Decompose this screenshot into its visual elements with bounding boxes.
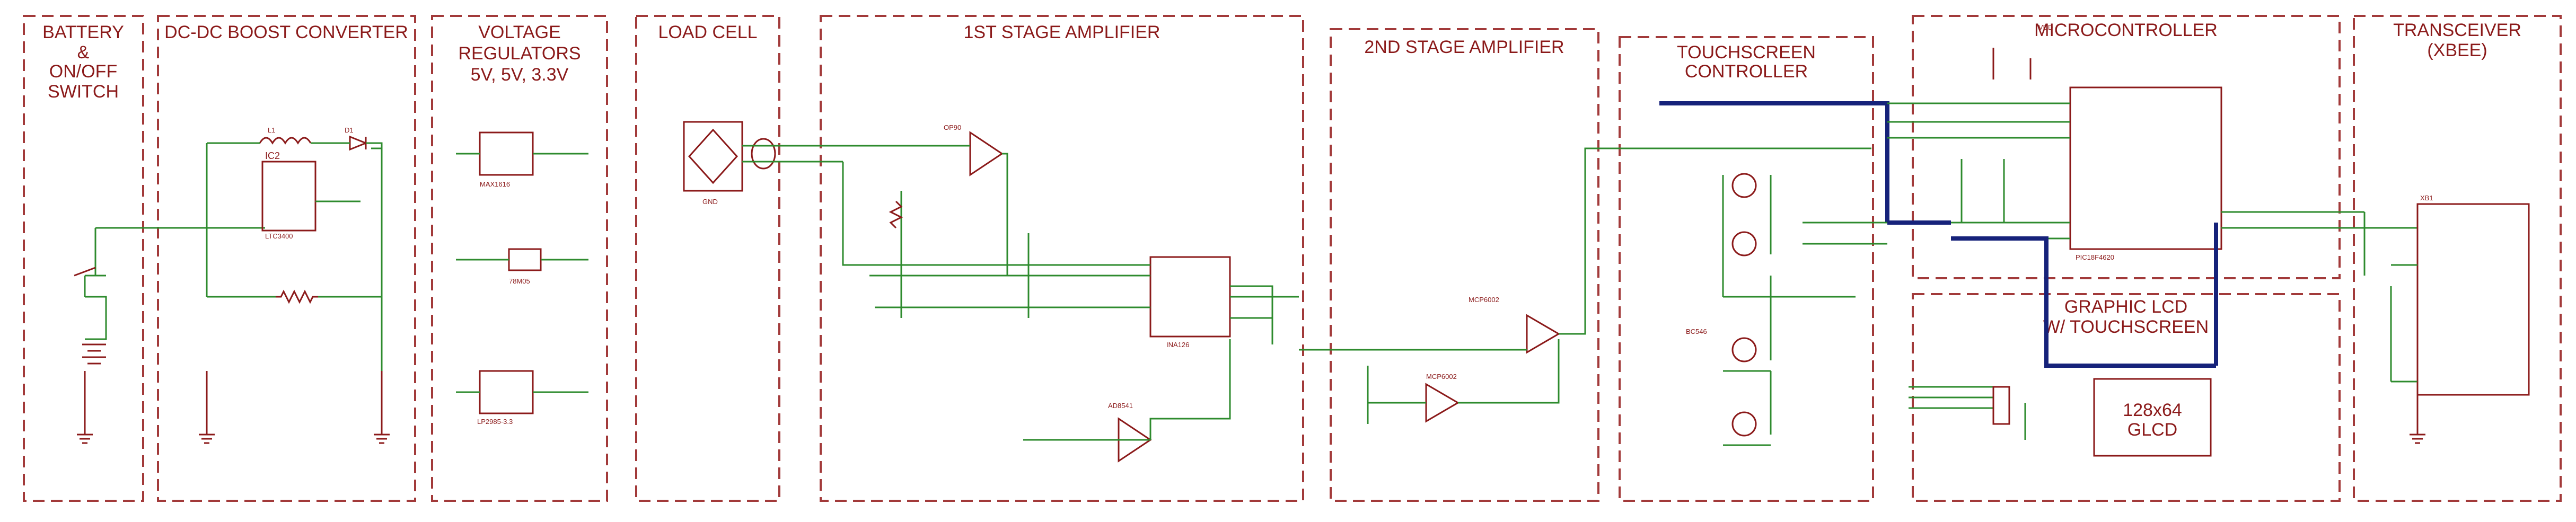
mcu-chip	[2069, 86, 2222, 250]
boost-gnd-2	[199, 371, 215, 444]
reg2-box	[508, 248, 542, 271]
touch-transistor-3	[1731, 337, 1757, 362]
boost-ic	[261, 161, 316, 232]
load-cell-bridge	[688, 128, 738, 184]
inamp-name: INA126	[1166, 341, 1189, 349]
opamp1-name: OP90	[944, 123, 961, 131]
load-cell-connector	[751, 138, 776, 170]
inductor-symbol	[259, 137, 312, 145]
amp2-name-2: MCP6002	[1426, 373, 1457, 381]
touch-wires	[1722, 175, 1887, 446]
voltage-regulators: MAX1616 78M05 LP2985-3.3	[456, 131, 588, 426]
frame-battery	[23, 15, 144, 502]
load-cell: GND	[683, 121, 843, 206]
lcd-outline	[2093, 378, 2212, 457]
title-amp1: 1ST STAGE AMPLIFIER	[964, 22, 1160, 42]
title-touch-l2: CONTROLLER	[1685, 61, 1808, 82]
title-lcd-l1: GRAPHIC LCD	[2064, 297, 2187, 317]
title-touch-l1: TOUCHSCREEN	[1677, 42, 1816, 63]
opamp1-symbol	[969, 131, 1004, 176]
load-cell-box	[683, 121, 743, 192]
lcd-text-l2: GLCD	[2127, 420, 2177, 440]
lcd-text-l1: 128x64	[2123, 400, 2182, 420]
amp2-opamp-b	[1425, 383, 1460, 423]
battery-circuit	[74, 227, 265, 444]
lcd-connector	[1992, 386, 2010, 425]
reg1-name: MAX1616	[480, 180, 510, 188]
frame-amp1	[820, 15, 1304, 502]
frame-boost	[157, 15, 416, 502]
diode-ref: D1	[345, 126, 354, 134]
frame-load-cell	[635, 15, 780, 502]
boost-gnd	[374, 371, 390, 444]
boost-converter: IC2 LTC3400 L1 D1	[199, 126, 390, 444]
battery-gnd	[77, 371, 93, 444]
xbee-module	[2416, 203, 2530, 396]
frame-regulators	[431, 15, 608, 502]
title-xbee-l1: TRANSCEIVER	[2393, 20, 2521, 40]
battery-wires	[84, 227, 265, 340]
frame-touch	[1619, 36, 1874, 502]
boost-ic-ref: IC2	[265, 151, 280, 161]
xbee-gnd	[2410, 382, 2425, 444]
frame-mcu	[1912, 15, 2341, 279]
lcd-wires	[1909, 386, 2026, 440]
touch-transistor-name: BC546	[1686, 328, 1707, 335]
title-battery-l3: ON/OFF	[49, 61, 117, 82]
title-regulators-l3: 5V, 5V, 3.3V	[471, 65, 569, 85]
inamp-box	[1149, 256, 1231, 338]
mcu-power	[1992, 48, 2032, 79]
mcu-wires	[1887, 102, 2417, 240]
amp2-wires	[1299, 147, 1871, 424]
amp1-circuit: OP90 INA126 AD8541	[842, 123, 1299, 463]
title-mcu: MICROCONTROLLER	[2034, 20, 2218, 40]
title-amp2: 2ND STAGE AMPLIFIER	[1364, 37, 1564, 57]
xbee-wires	[2363, 212, 2417, 383]
frame-xbee	[2353, 15, 2562, 502]
amp1-wires	[842, 145, 1299, 441]
title-battery-l1: BATTERY	[42, 22, 124, 42]
mcu-vdd-label: VDD	[2038, 23, 2053, 31]
reg3-name: LP2985-3.3	[477, 418, 513, 426]
inductor-ref: L1	[268, 126, 275, 134]
regulator-wires	[456, 153, 588, 393]
title-regulators-l2: REGULATORS	[458, 43, 581, 64]
mcu-name: PIC18F4620	[2076, 253, 2114, 261]
xbee-ref: XB1	[2420, 194, 2433, 202]
lcd-bus	[1951, 223, 2218, 368]
amp2-opamp-a	[1526, 314, 1560, 354]
title-boost: DC-DC BOOST CONVERTER	[164, 22, 408, 42]
frame-amp2	[1330, 28, 1599, 502]
amp2-name: MCP6002	[1469, 296, 1499, 304]
amp2-circuit: MCP6002 MCP6002	[1299, 147, 1871, 424]
boost-pot	[276, 289, 318, 304]
title-battery-l4: SWITCH	[48, 82, 119, 102]
touch-transistor-1	[1731, 173, 1757, 198]
touch-transistor-4	[1731, 411, 1757, 437]
load-cell-wires	[742, 145, 843, 163]
touch-circuit: BC546	[1659, 101, 1951, 446]
mcu-circuit: PIC18F4620 VDD	[1887, 23, 2417, 261]
diode-symbol	[349, 135, 368, 151]
reg3-box	[479, 370, 534, 414]
section-titles: BATTERY & ON/OFF SWITCH DC-DC BOOST CONV…	[42, 20, 2521, 337]
amp1-pot	[889, 200, 903, 229]
touch-transistor-2	[1731, 231, 1757, 256]
load-cell-gnd-label: GND	[702, 198, 718, 206]
title-xbee-l2: (XBEE)	[2427, 40, 2487, 60]
adc-amp-name: AD8541	[1108, 402, 1133, 410]
xbee-circuit: XB1	[2363, 194, 2530, 444]
reg1-box	[479, 131, 534, 176]
title-battery-l2: &	[77, 42, 90, 63]
title-load-cell: LOAD CELL	[658, 22, 757, 42]
lcd-circuit: 128x64 GLCD	[1909, 223, 2218, 457]
title-regulators-l1: VOLTAGE	[478, 22, 561, 42]
boost-wires	[206, 142, 383, 371]
switch-battery-symbol	[74, 267, 106, 365]
reg2-name: 78M05	[509, 277, 530, 285]
section-frames	[23, 15, 2562, 502]
boost-ic-name: LTC3400	[265, 232, 293, 240]
title-lcd-l2: W/ TOUCHSCREEN	[2043, 317, 2209, 337]
